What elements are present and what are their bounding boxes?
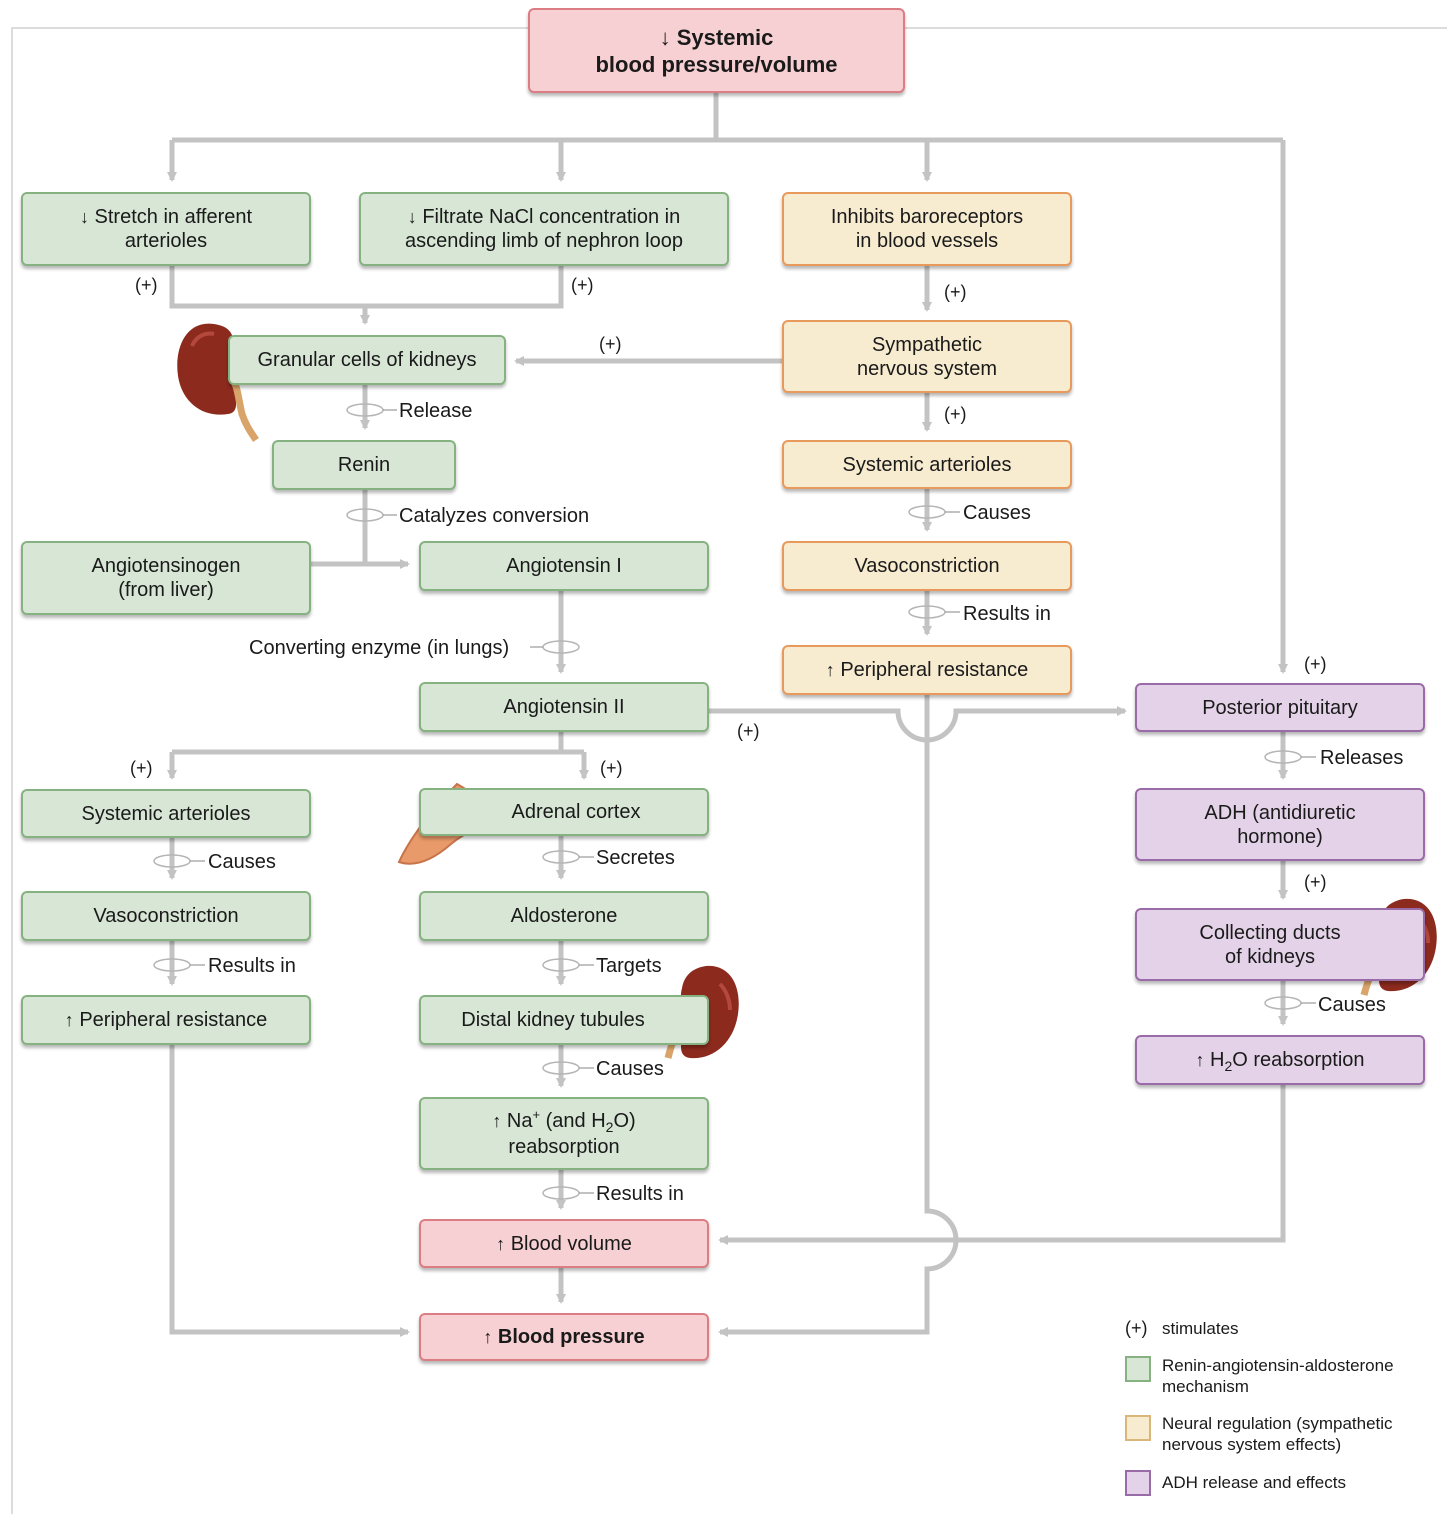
legend-swatch-neural (1125, 1415, 1151, 1441)
node-renin: Renin (272, 440, 456, 490)
node-posterior-pituitary: Posterior pituitary (1135, 683, 1425, 732)
stimulates-marker: (+) (600, 758, 623, 778)
up-arrow-icon: ↑ (492, 1110, 502, 1131)
stimulates-marker: (+) (737, 721, 760, 741)
arrow-label-results-in: Results in (596, 1183, 684, 1205)
arrow-label-results-in: Results in (208, 955, 296, 977)
stimulates-marker: (+) (571, 275, 594, 295)
arrow-label-secretes: Secretes (596, 847, 675, 869)
down-arrow-icon: ↓ (407, 207, 417, 227)
node-granular-cells: Granular cells of kidneys (228, 335, 506, 385)
up-arrow-icon: ↑ (825, 660, 835, 680)
node-vasoconstriction-neural: Vasoconstriction (782, 541, 1072, 591)
arrow-label-results-in: Results in (963, 603, 1051, 625)
node-angiotensinogen: Angiotensinogen(from liver) (21, 541, 311, 615)
legend-stimulates-text: stimulates (1162, 1319, 1239, 1338)
down-arrow-icon: ↓ (79, 207, 89, 227)
arrow-label-releases: Releases (1320, 747, 1404, 769)
arrow-label-converting-enzyme: Converting enzyme (in lungs) (249, 637, 510, 659)
legend-adh-text: ADH release and effects (1162, 1473, 1346, 1492)
stimulates-marker: (+) (130, 758, 153, 778)
up-arrow-icon: ↑ (483, 1327, 493, 1347)
stimulates-marker: (+) (944, 282, 967, 302)
node-vasoconstriction-raa: Vasoconstriction (21, 891, 311, 941)
node-systemic-arterioles-neural: Systemic arterioles (782, 440, 1072, 489)
arrow-label-causes: Causes (208, 851, 276, 873)
up-arrow-icon: ↑ (1195, 1049, 1205, 1070)
node-aldosterone: Aldosterone (419, 891, 709, 941)
arrow-label-catalyzes: Catalyzes conversion (399, 505, 590, 527)
stimulates-marker: (+) (1304, 872, 1327, 892)
arrow-label-causes: Causes (963, 502, 1031, 524)
arrow-label-release: Release (399, 400, 473, 422)
node-blood-volume: ↑ Blood volume (419, 1219, 709, 1268)
node-distal-kidney-tubules: Distal kidney tubules (419, 995, 709, 1045)
down-arrow-icon: ↓ (659, 24, 671, 50)
up-arrow-icon: ↑ (64, 1010, 74, 1030)
stimulates-marker: (+) (599, 334, 622, 354)
arrow-label-targets: Targets (596, 955, 662, 977)
stimulates-marker: (+) (135, 275, 158, 295)
stimulates-marker: (+) (944, 404, 967, 424)
node-blood-pressure: ↑ Blood pressure (419, 1313, 709, 1361)
arrow-label-causes: Causes (1318, 994, 1386, 1016)
stimulates-marker: (+) (1304, 654, 1327, 674)
legend-swatch-adh (1125, 1470, 1151, 1496)
node-angiotensin-i: Angiotensin I (419, 541, 709, 591)
node-angiotensin-ii: Angiotensin II (419, 682, 709, 732)
node-peripheral-resistance-neural: ↑ Peripheral resistance (782, 645, 1072, 695)
arrow-label-causes: Causes (596, 1058, 664, 1080)
node-h2o-reabsorption: ↑ H2O reabsorption (1135, 1035, 1425, 1085)
node-adrenal-cortex: Adrenal cortex (419, 788, 709, 836)
node-peripheral-resistance-raa: ↑ Peripheral resistance (21, 995, 311, 1045)
node-systemic-arterioles-raa: Systemic arterioles (21, 789, 311, 838)
node-na-reabsorption: ↑ Na+ (and H2O)reabsorption (419, 1097, 709, 1170)
legend-swatch-renin (1125, 1356, 1151, 1382)
up-arrow-icon: ↑ (496, 1233, 506, 1254)
legend-stimulates-symbol: (+) (1125, 1318, 1148, 1338)
